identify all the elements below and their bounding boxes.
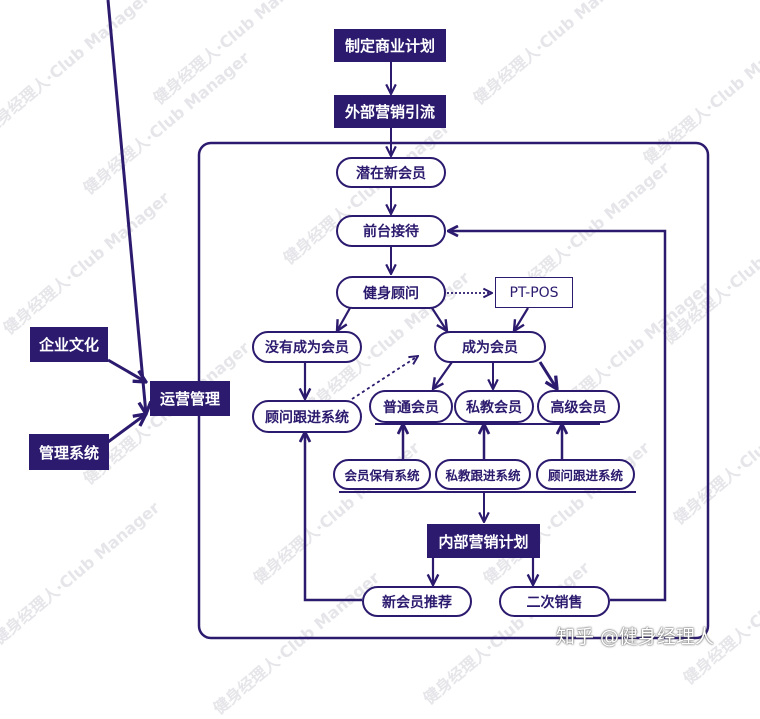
node-pt-member: 私教会员 — [454, 390, 534, 423]
node-corporate-culture: 企业文化 — [30, 327, 108, 362]
node-consultant-followup: 顾问跟进系统 — [252, 400, 362, 433]
node-operations-management: 运营管理 — [150, 381, 230, 416]
diagram-connectors — [106, 0, 710, 640]
node-member-retention-system: 会员保有系统 — [333, 459, 431, 490]
node-not-member: 没有成为会员 — [252, 331, 362, 363]
node-new-member-referral: 新会员推荐 — [362, 586, 472, 617]
node-external-marketing: 外部营销引流 — [334, 95, 446, 128]
node-consultant-followup-system: 顾问跟进系统 — [536, 459, 635, 490]
node-internal-marketing: 内部营销计划 — [427, 524, 540, 558]
node-pt-pos: PT-POS — [495, 277, 573, 308]
node-secondary-sales: 二次销售 — [499, 586, 610, 617]
node-pt-followup-system: 私教跟进系统 — [435, 459, 531, 490]
source-credit: 知乎 @健身经理人 — [556, 626, 715, 648]
node-front-desk: 前台接待 — [336, 215, 446, 247]
node-regular-member: 普通会员 — [369, 390, 453, 423]
outer-frame — [197, 141, 710, 640]
node-become-member: 成为会员 — [434, 331, 546, 363]
node-management-system: 管理系统 — [29, 434, 109, 470]
node-fitness-consultant: 健身顾问 — [336, 276, 446, 309]
node-potential-members: 潜在新会员 — [336, 157, 446, 188]
node-premium-member: 高级会员 — [537, 390, 620, 423]
node-business-plan: 制定商业计划 — [334, 29, 446, 62]
